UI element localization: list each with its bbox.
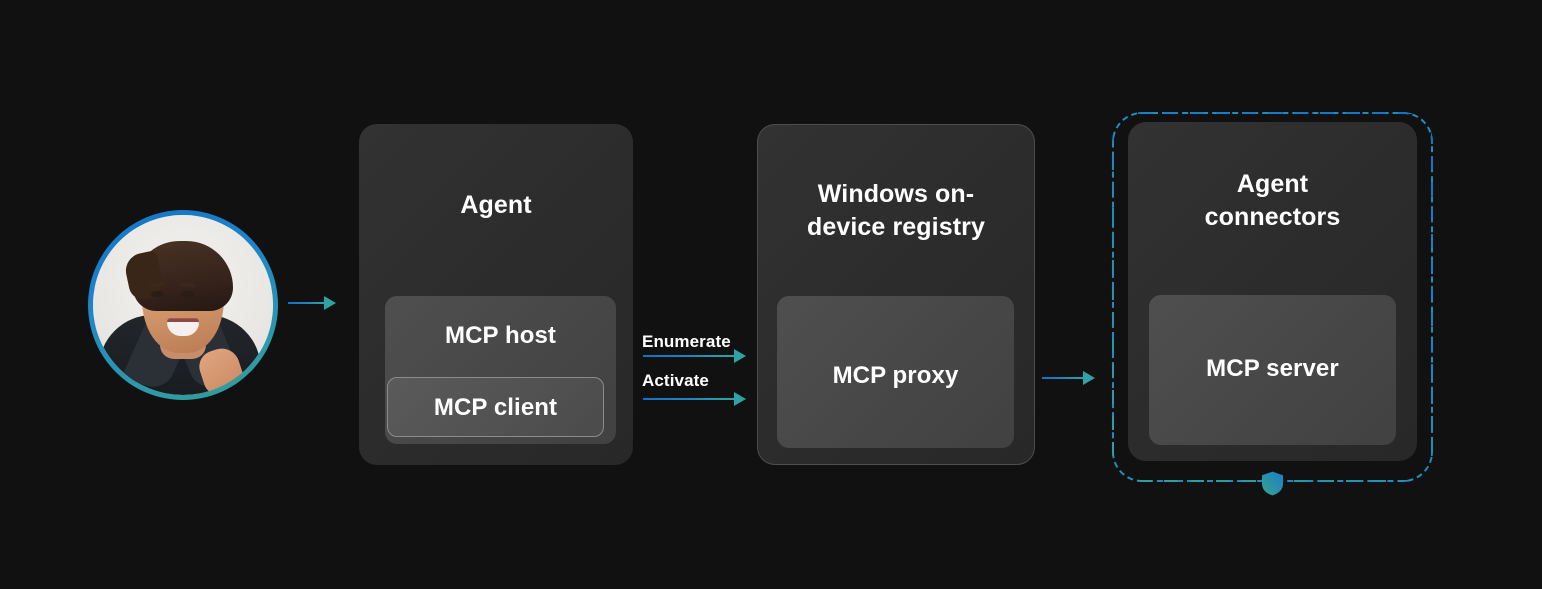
enumerate-label: Enumerate (642, 332, 731, 351)
arrow-activate (643, 391, 746, 407)
mcp-host-label: MCP host (444, 322, 557, 349)
node-agent-connectors[interactable]: Agent connectors MCP server (1128, 122, 1417, 461)
arrow-head-icon (324, 296, 336, 310)
node-windows-registry[interactable]: Windows on-device registry MCP proxy (757, 124, 1035, 465)
mcp-proxy-label: MCP proxy (832, 362, 959, 389)
avatar-eye-right (181, 291, 194, 297)
arrow-head-icon (1083, 371, 1095, 385)
arrow-registry-to-connectors (1042, 370, 1095, 386)
subcard-mcp-host[interactable]: MCP host MCP client (385, 296, 616, 444)
connectors-title: Agent connectors (1204, 170, 1341, 232)
arrow-head-icon (734, 349, 746, 363)
activate-label: Activate (642, 371, 709, 390)
arrow-line (643, 398, 736, 400)
avatar-image (93, 215, 273, 395)
registry-title: Windows on-device registry (807, 180, 985, 242)
node-agent[interactable]: Agent MCP host MCP client (359, 124, 633, 465)
arrow-line (1042, 377, 1085, 379)
shield-icon (1262, 471, 1283, 496)
avatar-mouth (167, 319, 199, 336)
arrow-line (288, 302, 326, 304)
arrow-enumerate (643, 348, 746, 364)
leafcard-mcp-client[interactable]: MCP client (387, 377, 604, 437)
subcard-mcp-proxy[interactable]: MCP proxy (777, 296, 1014, 448)
avatar-hair (133, 241, 233, 311)
mcp-server-label: MCP server (1206, 355, 1339, 382)
arrow-line (643, 355, 736, 357)
user-avatar (88, 210, 278, 400)
arrow-head-icon (734, 392, 746, 406)
avatar-eye-left (151, 291, 164, 297)
mcp-client-label: MCP client (433, 394, 558, 421)
subcard-mcp-server[interactable]: MCP server (1149, 295, 1396, 445)
arrow-user-to-agent (288, 295, 336, 311)
agent-title: Agent (460, 191, 532, 219)
